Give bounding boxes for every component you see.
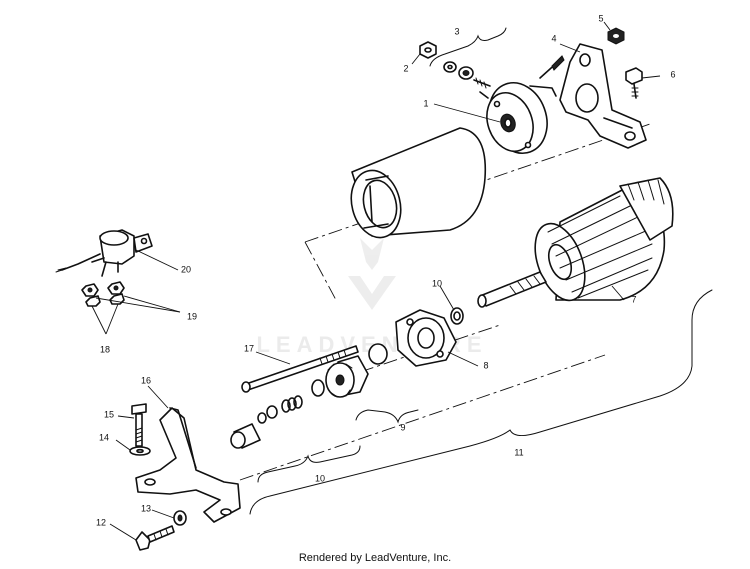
lock-washer-part-13 xyxy=(173,510,187,526)
callout-20: 20 xyxy=(181,264,191,274)
mounting-bracket-part-4 xyxy=(559,43,647,149)
callout-4: 4 xyxy=(551,33,556,43)
nut-part-2 xyxy=(419,41,437,59)
washers-part-3 xyxy=(443,61,491,89)
brace-10-lower xyxy=(257,445,361,483)
pinion-drive-part-9 xyxy=(257,355,369,424)
lower-bracket-part-16 xyxy=(135,407,241,523)
solenoid-part-20 xyxy=(55,229,153,277)
callout-2: 2 xyxy=(403,63,408,73)
callout-13: 13 xyxy=(141,503,151,513)
callout-14: 14 xyxy=(99,432,109,442)
brace-9 xyxy=(355,409,419,424)
washer-part-10 xyxy=(450,307,464,325)
callout-11: 11 xyxy=(514,447,523,457)
brace-11 xyxy=(249,289,713,515)
callout-16: 16 xyxy=(141,375,151,385)
callout-6: 6 xyxy=(670,69,675,79)
callout-8: 8 xyxy=(483,360,488,370)
callout-1: 1 xyxy=(423,98,428,108)
armature-part-7 xyxy=(477,177,674,308)
brace-3 xyxy=(429,27,507,67)
callout-10-upper: 10 xyxy=(432,278,442,288)
callout-19: 19 xyxy=(187,311,197,321)
leader-lines xyxy=(91,21,661,541)
callout-15: 15 xyxy=(104,409,114,419)
rendered-by-caption: Rendered by LeadVenture, Inc. xyxy=(298,552,452,564)
motor-housing xyxy=(350,127,487,239)
end-cap xyxy=(479,55,565,154)
callout-9: 9 xyxy=(400,422,405,432)
through-bolt-part-17 xyxy=(241,345,359,393)
bolt-part-12 xyxy=(135,525,175,551)
nuts-part-18-19 xyxy=(81,281,125,307)
nut-part-5 xyxy=(607,27,625,45)
bolt-part-6 xyxy=(625,67,643,99)
bolt-part-15 xyxy=(131,403,147,447)
callout-5: 5 xyxy=(598,13,603,23)
callout-7: 7 xyxy=(631,294,636,304)
callout-18: 18 xyxy=(100,344,110,354)
callout-12: 12 xyxy=(96,517,106,527)
callout-17: 17 xyxy=(244,343,254,353)
washer-part-14 xyxy=(129,446,151,456)
callout-numbers: 1 2 3 4 5 6 7 8 9 10 10 11 12 13 14 15 1… xyxy=(96,13,676,527)
callout-10-lower: 10 xyxy=(315,473,325,483)
sleeve-part-10 xyxy=(230,423,261,449)
drive-end-housing-part-8 xyxy=(368,309,457,367)
callout-3: 3 xyxy=(454,26,459,36)
